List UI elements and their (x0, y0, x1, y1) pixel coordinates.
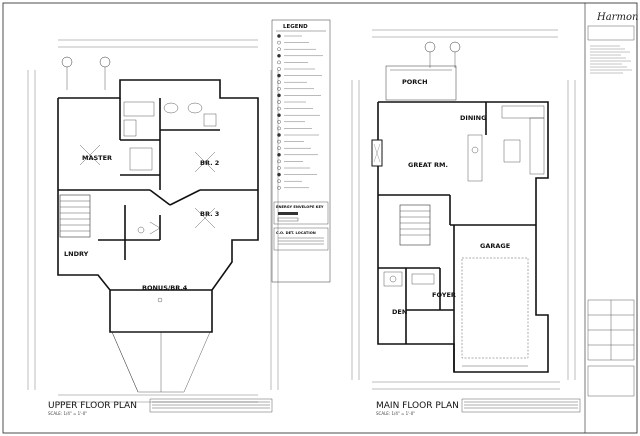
legend-symbol (277, 80, 281, 84)
upper-plan-title: UPPER FLOOR PLAN (48, 401, 137, 411)
main-grid-markers (424, 41, 461, 68)
legend-symbol (277, 126, 281, 131)
legend-symbol (277, 179, 281, 183)
room-label-bonus: BONUS/BR.4 (142, 284, 188, 292)
legend-symbol (277, 93, 281, 98)
legend-symbol (277, 159, 281, 164)
sheet-number-box (587, 365, 635, 397)
legend-symbol (277, 185, 281, 190)
upper-floor-plan: MASTER BR. 2 BR. 3 LNDRY BONUS/BR.4 UPPE… (27, 39, 279, 416)
room-label-bedroom-2: BR. 2 (200, 159, 219, 167)
main-stair (399, 204, 431, 246)
legend-symbol (277, 172, 281, 177)
main-dimension-lines (351, 29, 576, 390)
energy-envelope-title: ENERGY ENVELOPE KEY (276, 205, 324, 209)
legend-symbol (277, 133, 281, 137)
legend-panel: LEGEND ENERGY ENVELOPE KEY C.O. DET. LOC… (271, 19, 331, 283)
main-floor-plan: PORCH DINING GREAT RM. GARAGE FOYER DEN … (351, 29, 581, 416)
upper-dimension-lines (27, 39, 279, 403)
main-walls (377, 101, 549, 373)
legend-title: LEGEND (283, 24, 308, 30)
legend-symbol (277, 106, 281, 111)
legend-symbol (277, 120, 281, 124)
room-label-den: DEN (392, 308, 407, 316)
legend-symbol (277, 87, 281, 91)
legend-symbol (277, 166, 281, 170)
room-label-laundry: LNDRY (64, 250, 89, 258)
legend-symbol (277, 152, 281, 157)
room-label-foyer: FOYER (432, 291, 456, 299)
legend-symbol (277, 139, 281, 144)
legend-symbol (277, 34, 281, 38)
main-small-rooms (383, 271, 435, 287)
room-label-great-room: GREAT RM. (408, 161, 448, 169)
legend-symbol-rows (277, 34, 323, 190)
upper-roof-below (111, 331, 211, 393)
garage-slab (461, 257, 529, 367)
legend-symbol (277, 73, 281, 78)
upper-walls (57, 79, 259, 333)
main-plan-scale: SCALE: 1/4" = 1'-0" (376, 411, 415, 416)
fireplace (371, 139, 383, 167)
legend-symbol (277, 67, 281, 71)
legend-symbol (277, 146, 281, 150)
main-plan-notes-box (461, 398, 581, 413)
co-detector-title: C.O. DET. LOCATION (276, 231, 316, 235)
room-label-garage: GARAGE (480, 242, 510, 250)
legend-symbol (277, 40, 281, 45)
kitchen-fixtures (467, 105, 545, 182)
title-block-notes (590, 45, 632, 74)
porch (385, 65, 457, 101)
room-label-dining: DINING (460, 114, 486, 122)
upper-grid-markers (61, 56, 111, 90)
legend-symbol (277, 47, 281, 52)
legend-symbol (277, 54, 281, 58)
legend-symbol (277, 100, 281, 104)
legend-symbol (277, 60, 281, 65)
room-label-master: MASTER (82, 154, 112, 162)
title-block: Harmon (587, 12, 638, 397)
legend-symbol (277, 113, 281, 117)
upper-plan-notes-box (149, 398, 273, 413)
main-plan-title: MAIN FLOOR PLAN (376, 401, 459, 411)
upper-stair (59, 194, 91, 238)
upper-bath-fixtures (123, 101, 217, 235)
firm-logo: Harmon (596, 12, 638, 23)
upper-plan-scale: SCALE: 1/4" = 1'-0" (48, 411, 87, 416)
room-label-porch: PORCH (402, 78, 428, 86)
upper-ceiling-fixtures (79, 144, 216, 303)
room-label-bedroom-3: BR. 3 (200, 210, 219, 218)
